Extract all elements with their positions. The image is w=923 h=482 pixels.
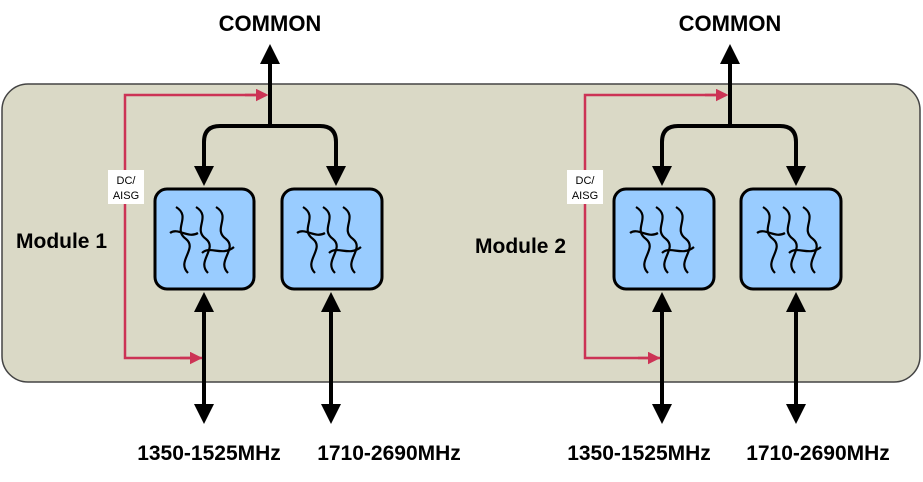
dc-aisg-path <box>583 93 726 360</box>
dc-aisg-label-line1: DC/ <box>117 175 137 187</box>
dc-aisg-label-line2: AISG <box>572 190 598 202</box>
port-high-label: 1710-2690MHz <box>317 442 461 465</box>
filter-high-band <box>280 187 384 291</box>
filter-low-band <box>612 187 716 291</box>
filter-low-band <box>153 187 256 291</box>
dc-aisg-label-line2: AISG <box>113 190 139 202</box>
common-label: COMMON <box>679 11 782 36</box>
module-1: COMMON DC/ AISG Module 1 1350-1525MHz 17… <box>16 11 461 465</box>
dc-aisg-label-line1: DC/ <box>576 175 596 187</box>
filter-high-band <box>739 187 843 291</box>
module-2: COMMON DC/ AISG Module 2 1350-1525MHz 17… <box>475 11 890 465</box>
common-label: COMMON <box>219 11 322 36</box>
module-name: Module 2 <box>475 235 566 258</box>
module-name: Module 1 <box>16 230 107 253</box>
dc-aisg-path <box>123 93 266 360</box>
splitter-branch <box>202 124 338 176</box>
port-low-label: 1350-1525MHz <box>137 442 281 465</box>
port-low-label: 1350-1525MHz <box>567 442 711 465</box>
port-high-label: 1710-2690MHz <box>746 442 890 465</box>
splitter-branch <box>660 124 798 176</box>
module-enclosure-panel <box>1 83 921 383</box>
